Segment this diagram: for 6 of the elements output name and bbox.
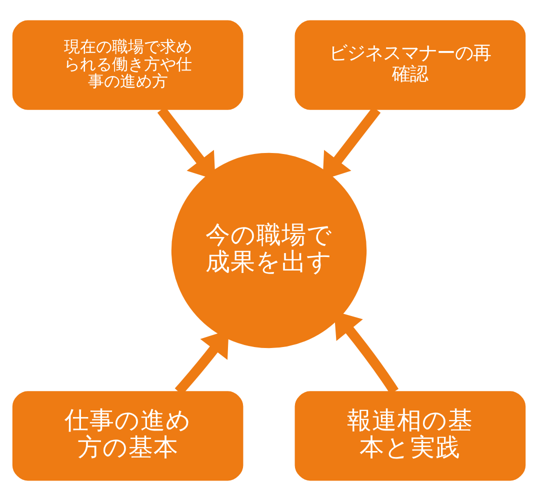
node-box: 現在の職場で求められる働き方や仕事の進め方 (12, 20, 244, 110)
arrow (334, 310, 399, 394)
node-box: ビジネスマナーの再確認 (294, 20, 526, 110)
node-box: 仕事の進め方の基本 (12, 390, 244, 480)
node-circle: 今の職場で成果を出す (171, 152, 367, 348)
node-box: 報連相の基本と実践 (294, 390, 526, 480)
